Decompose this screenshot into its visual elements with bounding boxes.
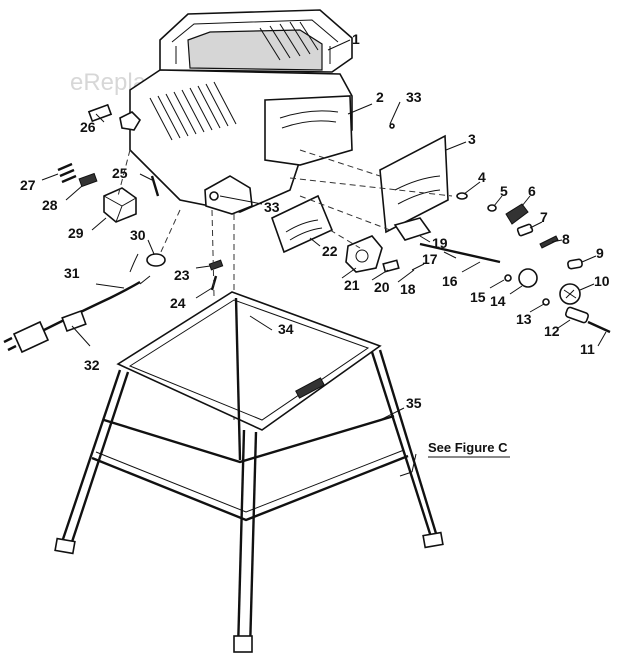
label-19: 19 (432, 235, 448, 251)
leader-lines (41, 39, 607, 477)
label-34: 34 (278, 321, 294, 337)
label-17: 17 (422, 251, 438, 267)
label-10: 10 (594, 273, 610, 289)
power-cord (3, 253, 151, 354)
label-3: 3 (468, 131, 476, 147)
label-21: 21 (344, 277, 360, 293)
label-22: 22 (322, 243, 338, 259)
label-18: 18 (400, 281, 416, 297)
label-35: 35 (406, 395, 422, 411)
switch-box (393, 217, 432, 241)
label-4: 4 (478, 169, 486, 185)
stand (54, 291, 444, 653)
label-5: 5 (500, 183, 508, 199)
label-8: 8 (562, 231, 570, 247)
label-14: 14 (490, 293, 506, 309)
label-32: 32 (84, 357, 100, 373)
label-7: 7 (540, 209, 548, 225)
label-16: 16 (442, 273, 458, 289)
label-24: 24 (170, 295, 186, 311)
left-parts (57, 103, 395, 291)
bracket-assembly (345, 235, 400, 273)
label-28: 28 (42, 197, 58, 213)
label-2: 2 (376, 89, 384, 105)
label-20: 20 (374, 279, 390, 295)
label-6: 6 (528, 183, 536, 199)
label-1: 1 (352, 31, 360, 47)
label-29: 29 (68, 225, 84, 241)
see-figure-c-label: See Figure C (428, 440, 508, 455)
base-housing (119, 9, 353, 215)
label-25: 25 (112, 165, 128, 181)
label-23: 23 (174, 267, 190, 283)
label-9: 9 (596, 245, 604, 261)
label-26: 26 (80, 119, 96, 135)
label-33b: 33 (264, 199, 280, 215)
label-15: 15 (470, 289, 486, 305)
label-13: 13 (516, 311, 532, 327)
label-33a: 33 (406, 89, 422, 105)
side-plate (379, 134, 449, 234)
small-parts (411, 192, 611, 334)
label-27: 27 (20, 177, 36, 193)
mounting-plate (271, 194, 334, 254)
callouts: 1 2 3 4 5 6 7 8 9 10 11 12 13 14 15 16 1… (20, 31, 610, 458)
label-11: 11 (580, 341, 595, 357)
label-12: 12 (544, 323, 560, 339)
label-31: 31 (64, 265, 80, 281)
label-30: 30 (130, 227, 146, 243)
